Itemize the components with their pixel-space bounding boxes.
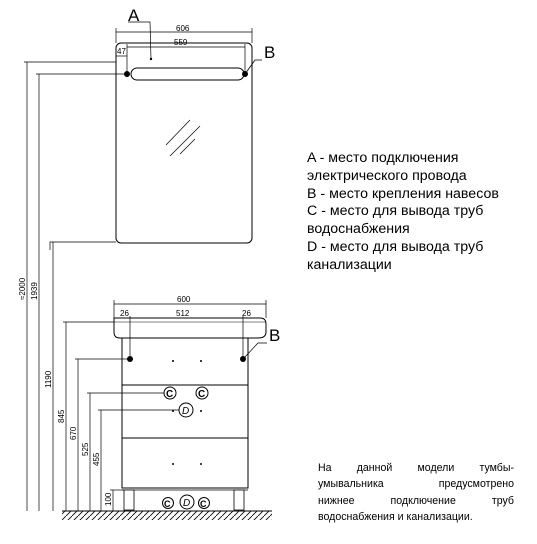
mirror-glare-2 [169, 125, 201, 157]
dim-height-670: 670 [69, 426, 78, 440]
note-line-1: На данной модели тумбы- [318, 462, 514, 474]
mirror-dimensions [115, 21, 253, 72]
cabinet-body [121, 337, 249, 489]
marker-d-lower: D [183, 498, 190, 509]
floor-hatch [62, 511, 272, 520]
mirror-light-bar [130, 67, 245, 81]
installation-note: На данной модели тумбы- умывальника пред… [318, 460, 514, 526]
cabinet-leg-left [123, 489, 135, 511]
drawer-marks [172, 360, 202, 465]
dim-cabinet-hole-span: 512 [176, 309, 190, 318]
note-line-4: водоснабжения и канализации. [318, 511, 473, 524]
legend-line-d1: D - место для вывода труб [307, 238, 484, 255]
dim-mirror-hole-span: 559 [174, 38, 188, 47]
mirror-glare-3 [179, 138, 196, 155]
height-dimension-lines [24, 61, 179, 511]
legend-line-a2: электрического провода [307, 167, 467, 184]
dim-height-1190: 1190 [44, 370, 53, 388]
dim-height-100: 100 [104, 492, 113, 506]
dim-mirror-width: 606 [176, 24, 190, 33]
marker-c-upper-left: C [166, 389, 173, 400]
marker-b-top: B [264, 43, 275, 62]
legend-line-d2: канализации [307, 256, 392, 273]
dim-height-525: 525 [81, 442, 90, 456]
legend-line-c2: водоснабжения [307, 221, 410, 238]
dim-height-1939: 1939 [30, 282, 39, 300]
connection-d-lower: D [179, 494, 195, 510]
connection-c-upper-right: C [195, 386, 209, 400]
leader-b-top [244, 59, 262, 75]
dim-height-total: ≈2000 [18, 277, 27, 300]
legend-line-b: B - место крепления навесов [307, 185, 499, 202]
connection-c-lower-right: C [198, 497, 210, 509]
note-line-2: умывальника предусмотрено [318, 478, 514, 491]
marker-c-lower-left: C [164, 499, 171, 509]
note-line-3: нижнее подключение труб [318, 494, 514, 507]
legend-line-c1: C - место для вывода труб [307, 203, 484, 220]
legend: A - место подключения электрического про… [307, 150, 532, 275]
connection-c-lower-left: C [162, 497, 174, 509]
marker-d-upper: D [182, 406, 189, 417]
dim-height-845: 845 [57, 409, 66, 423]
sink-top [113, 317, 267, 339]
mirror-frame [115, 42, 253, 244]
marker-c-upper-right: C [198, 389, 205, 400]
cabinet-dimensions [113, 300, 267, 360]
dim-height-455: 455 [92, 452, 101, 466]
legend-line-a1: A - место подключения [307, 150, 459, 166]
dim-mirror-edge: 47 [117, 47, 126, 56]
mirror-glare-1 [165, 119, 191, 146]
cabinet-leg-right [233, 489, 245, 511]
vanity-cabinet [113, 317, 267, 511]
dim-cabinet-edge-left: 26 [120, 309, 129, 318]
marker-b-bottom: B [269, 326, 280, 345]
marker-a: A [128, 6, 140, 25]
dim-cabinet-width: 600 [177, 295, 191, 304]
mirror-cabinet [115, 42, 253, 244]
marker-c-lower-right: C [200, 499, 207, 509]
dim-cabinet-edge-right: 26 [242, 309, 251, 318]
